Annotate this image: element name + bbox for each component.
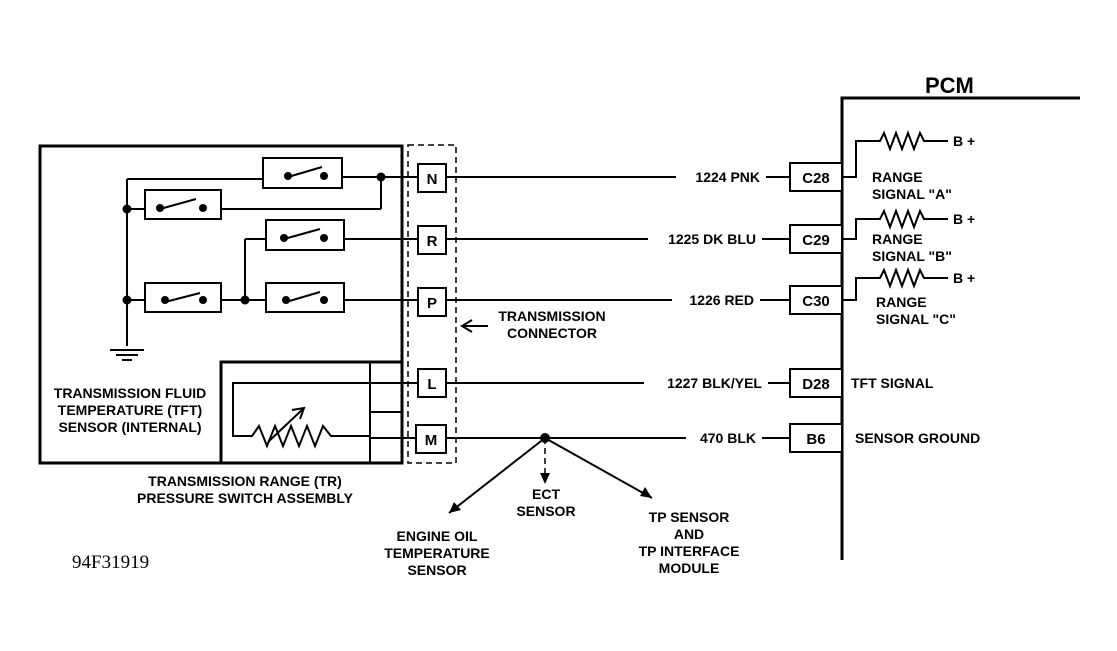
resistor-icon bbox=[842, 267, 948, 301]
svg-text:C30: C30 bbox=[802, 293, 830, 310]
signal-a-label-1: RANGE bbox=[872, 169, 923, 185]
wire-label-1227: 1227 BLK/YEL bbox=[667, 375, 762, 391]
thermistor-icon bbox=[232, 382, 370, 449]
pressure-switch bbox=[144, 189, 222, 220]
pcm-terminals: C28 C29 C30 D28 B6 bbox=[789, 162, 843, 453]
wire-label-1224: 1224 PNK bbox=[695, 169, 760, 185]
terminal-c28: C28 bbox=[789, 162, 843, 192]
connector-pin-l: L bbox=[417, 368, 447, 398]
tp-label-2: AND bbox=[674, 526, 704, 542]
terminal-c30: C30 bbox=[789, 285, 843, 315]
svg-text:M: M bbox=[425, 432, 438, 449]
tp-label-1: TP SENSOR bbox=[649, 509, 730, 525]
connector-outline bbox=[407, 144, 457, 464]
terminal-c29: C29 bbox=[789, 224, 843, 254]
signal-b-label-2: SIGNAL "B" bbox=[872, 248, 952, 264]
svg-text:D28: D28 bbox=[802, 376, 830, 393]
assembly-label-2: PRESSURE SWITCH ASSEMBLY bbox=[137, 490, 354, 506]
supply-label-a: B + bbox=[953, 133, 975, 149]
signal-a-label-2: SIGNAL "A" bbox=[872, 186, 952, 202]
wire-label-470: 470 BLK bbox=[700, 430, 756, 446]
branch-engine-oil bbox=[448, 437, 546, 514]
switch-assembly: TRANSMISSION FLUID TEMPERATURE (TFT) SEN… bbox=[38, 144, 418, 465]
tft-label-1: TRANSMISSION FLUID bbox=[54, 385, 206, 401]
tft-label-2: TEMPERATURE (TFT) bbox=[58, 402, 202, 418]
supply-label-b: B + bbox=[953, 211, 975, 227]
wire-label-1226: 1226 RED bbox=[689, 292, 754, 308]
svg-text:C28: C28 bbox=[802, 170, 830, 187]
connector-pin-p: P bbox=[417, 287, 447, 317]
svg-text:R: R bbox=[427, 233, 438, 250]
pcm-title: PCM bbox=[925, 73, 974, 98]
svg-text:C29: C29 bbox=[802, 232, 830, 249]
pcm-outline bbox=[840, 96, 1080, 560]
resistor-icon bbox=[842, 130, 948, 178]
svg-text:L: L bbox=[427, 376, 436, 393]
svg-text:N: N bbox=[427, 171, 438, 188]
tp-label-4: MODULE bbox=[659, 560, 720, 576]
engine-oil-label-1: ENGINE OIL bbox=[397, 528, 478, 544]
svg-text:B6: B6 bbox=[806, 431, 825, 448]
supply-label-c: B + bbox=[953, 270, 975, 286]
tft-box-outline bbox=[219, 360, 402, 463]
tft-label-3: SENSOR (INTERNAL) bbox=[58, 419, 201, 435]
transmission-connector: N R P L M TRANSMISSION CONNECTOR bbox=[407, 144, 606, 464]
ground-icon bbox=[110, 349, 144, 361]
connector-pin-r: R bbox=[417, 225, 447, 255]
signal-c-label-2: SIGNAL "C" bbox=[876, 311, 956, 327]
pcm-internal-signals: B + RANGE SIGNAL "A" B + RANGE SIGNAL "B… bbox=[842, 130, 980, 446]
svg-text:P: P bbox=[427, 295, 437, 312]
connector-pin-n: N bbox=[417, 163, 447, 193]
signal-c-label-1: RANGE bbox=[876, 294, 927, 310]
figure-code: 94F31919 bbox=[72, 552, 149, 573]
tp-label-3: TP INTERFACE bbox=[639, 543, 740, 559]
connector-label-2: CONNECTOR bbox=[507, 325, 597, 341]
harness-wires: 1224 PNK 1225 DK BLU 1226 RED 1227 BLK/Y… bbox=[384, 169, 790, 578]
pressure-switch bbox=[265, 282, 345, 313]
terminal-b6: B6 bbox=[789, 423, 843, 453]
connector-pin-m: M bbox=[415, 424, 447, 454]
pressure-switch bbox=[265, 219, 345, 251]
pcm-module: PCM bbox=[840, 73, 1080, 560]
connector-label-1: TRANSMISSION bbox=[498, 308, 605, 324]
terminal-d28: D28 bbox=[789, 368, 843, 398]
branch-tp bbox=[544, 437, 653, 499]
engine-oil-label-2: TEMPERATURE bbox=[384, 545, 490, 561]
signal-b-label-1: RANGE bbox=[872, 231, 923, 247]
ect-label-2: SENSOR bbox=[516, 503, 575, 519]
assembly-label-1: TRANSMISSION RANGE (TR) bbox=[148, 473, 342, 489]
engine-oil-label-3: SENSOR bbox=[407, 562, 466, 578]
ect-label-1: ECT bbox=[532, 486, 560, 502]
wire-label-1225: 1225 DK BLU bbox=[668, 231, 756, 247]
sensor-ground-label: SENSOR GROUND bbox=[855, 430, 980, 446]
resistor-icon bbox=[842, 208, 948, 240]
tft-signal-label: TFT SIGNAL bbox=[851, 375, 934, 391]
